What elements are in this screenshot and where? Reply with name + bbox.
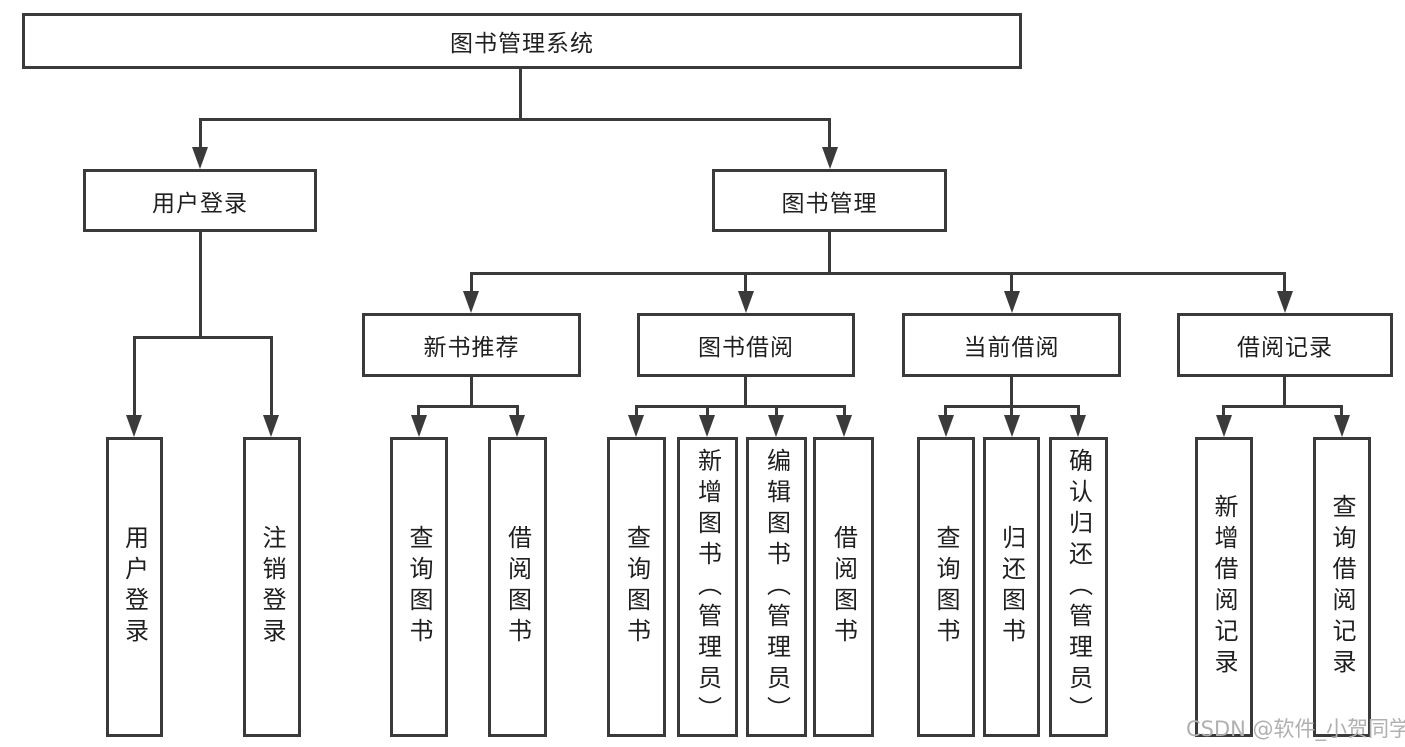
node-current-borrow: 当前借阅 [902, 313, 1121, 377]
edge-record-stem [1283, 377, 1286, 405]
edge-user-login-stem [199, 232, 202, 336]
node-label: 查询图书 [622, 525, 651, 649]
node-label: 查询借阅记录 [1328, 494, 1356, 680]
arrow-down-icon [822, 147, 838, 169]
node-root-system: 图书管理系统 [22, 13, 1022, 69]
node-label: 借阅记录 [1237, 335, 1333, 361]
edge-user-login-bus [133, 336, 272, 339]
node-borrow-record: 借阅记录 [1177, 313, 1393, 377]
node-label: 图书管理系统 [450, 31, 594, 57]
node-label: 用户登录 [120, 525, 149, 649]
edge-arm-level2 [744, 272, 747, 291]
leaf-newbook-borrow: 借阅图书 [488, 437, 547, 737]
edge-arm-leaf [516, 405, 519, 415]
edge-arm-level2 [1010, 272, 1013, 291]
leaf-logout: 注销登录 [243, 437, 301, 737]
node-label: 图书管理 [781, 190, 878, 217]
edge-arm-leaf [706, 405, 709, 415]
arrow-down-icon [463, 291, 479, 313]
arrow-down-icon [509, 415, 525, 437]
edge-arm-leaf [270, 336, 273, 415]
edge-root-stem [519, 69, 522, 118]
edge-current-stem [1010, 377, 1013, 405]
arrow-down-icon [1004, 415, 1020, 437]
node-label: 确认归还（管理员） [1064, 447, 1093, 727]
edge-arm-leaf [1077, 405, 1080, 415]
edge-arm-leaf [775, 405, 778, 415]
edge-arm-level2 [470, 272, 473, 291]
arrow-down-icon [411, 415, 427, 437]
edge-borrow-bus [635, 405, 846, 408]
leaf-record-add: 新增借阅记录 [1195, 437, 1253, 737]
arrow-down-icon [768, 415, 784, 437]
arrow-down-icon [126, 415, 142, 437]
node-label: 编辑图书（管理员） [762, 447, 791, 727]
edge-arm-level2 [1283, 272, 1286, 291]
node-label: 用户登录 [152, 190, 248, 217]
node-label: 借阅图书 [829, 525, 858, 649]
edge-record-bus [1222, 405, 1342, 408]
arrow-down-icon [699, 415, 715, 437]
node-label: 新增借阅记录 [1210, 494, 1238, 680]
edge-arm-leaf [843, 405, 846, 415]
arrow-down-icon [836, 415, 852, 437]
edge-book-management-stem [828, 232, 831, 272]
arrow-down-icon [1277, 291, 1293, 313]
arrow-down-icon [192, 147, 208, 169]
arrow-down-icon [263, 415, 279, 437]
leaf-borrow-book: 借阅图书 [813, 437, 874, 737]
edge-arm-leaf [635, 405, 638, 415]
edge-level2-bus [470, 272, 1286, 275]
node-label: 新增图书（管理员） [693, 447, 722, 727]
arrow-down-icon [1070, 415, 1086, 437]
node-book-management: 图书管理 [712, 169, 947, 232]
leaf-user-login: 用户登录 [106, 437, 163, 737]
edge-arm-leaf [417, 405, 420, 415]
arrow-down-icon [738, 291, 754, 313]
node-label: 借阅图书 [503, 525, 532, 649]
leaf-record-query: 查询借阅记录 [1313, 437, 1371, 737]
edge-arm-book-management [828, 118, 831, 147]
node-label: 查询图书 [932, 525, 960, 649]
edge-borrow-stem [744, 377, 747, 405]
leaf-current-query: 查询图书 [917, 437, 975, 737]
edge-arm-user-login [199, 118, 202, 147]
node-label: 注销登录 [258, 525, 286, 649]
leaf-current-return: 归还图书 [983, 437, 1040, 737]
node-new-book-recommend: 新书推荐 [362, 313, 581, 377]
node-book-borrow: 图书借阅 [637, 313, 855, 377]
node-user-login: 用户登录 [83, 169, 317, 232]
leaf-borrow-edit-admin: 编辑图书（管理员） [746, 437, 807, 737]
arrow-down-icon [628, 415, 644, 437]
edge-arm-leaf [1222, 405, 1225, 415]
arrow-down-icon [1216, 415, 1232, 437]
edge-level1-bus [199, 118, 830, 121]
node-label: 新书推荐 [423, 335, 520, 361]
leaf-borrow-query: 查询图书 [607, 437, 666, 737]
node-label: 当前借阅 [963, 335, 1060, 361]
node-label: 图书借阅 [698, 335, 794, 361]
leaf-borrow-add-admin: 新增图书（管理员） [677, 437, 738, 737]
node-label: 归还图书 [997, 525, 1026, 649]
leaf-current-confirm-admin: 确认归还（管理员） [1049, 437, 1108, 737]
edge-arm-leaf [133, 336, 136, 415]
edge-newbook-bus [417, 405, 519, 408]
arrow-down-icon [938, 415, 954, 437]
csdn-watermark: CSDN @软件_小贺同学 [1186, 717, 1405, 741]
leaf-newbook-query: 查询图书 [390, 437, 448, 737]
edge-arm-leaf [1010, 405, 1013, 415]
arrow-down-icon [1334, 415, 1350, 437]
edge-arm-leaf [1340, 405, 1343, 415]
edge-newbook-stem [470, 377, 473, 405]
arrow-down-icon [1004, 291, 1020, 313]
node-label: 查询图书 [405, 525, 433, 649]
edge-arm-leaf [944, 405, 947, 415]
